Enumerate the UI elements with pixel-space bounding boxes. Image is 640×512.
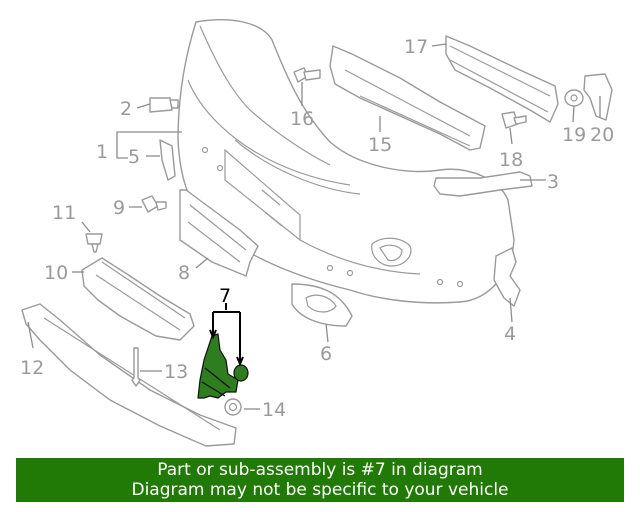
callout-15: 15	[368, 134, 392, 156]
license-bracket[interactable]	[179, 189, 259, 277]
clip-2[interactable]	[149, 97, 179, 113]
banner-line-2: Diagram may not be specific to your vehi…	[131, 480, 509, 500]
callout-11: 11	[52, 202, 76, 224]
callout-2: 2	[120, 98, 132, 120]
grommet[interactable]	[224, 398, 242, 416]
parts-diagram: 1 2 3 4 5 6 7 8 9 10 11 12 13 14 15 16 1…	[20, 19, 614, 447]
side-bracket[interactable]	[493, 247, 521, 307]
callout-18: 18	[499, 149, 523, 171]
screw-9[interactable]	[141, 195, 167, 213]
callout-9: 9	[113, 197, 125, 219]
callout-16: 16	[290, 108, 314, 130]
callout-20: 20	[590, 124, 614, 146]
bracket-5[interactable]	[159, 139, 176, 181]
clip-11[interactable]	[85, 233, 103, 253]
screw-16[interactable]	[293, 67, 321, 83]
callout-6: 6	[320, 343, 332, 365]
mount-bracket[interactable]	[583, 73, 613, 121]
callout-12: 12	[20, 357, 44, 379]
callout-1: 1	[96, 141, 108, 163]
callout-8: 8	[178, 262, 190, 284]
leader-lines	[27, 43, 601, 410]
grille-bracket[interactable]	[433, 171, 533, 197]
info-banner: Part or sub-assembly is #7 in diagram Di…	[16, 458, 624, 502]
energy-absorber[interactable]	[329, 45, 486, 151]
bolt-18[interactable]	[501, 111, 527, 129]
callout-19: 19	[562, 124, 586, 146]
callout-3: 3	[547, 171, 559, 193]
push-pin[interactable]	[131, 347, 141, 387]
callout-4: 4	[504, 323, 516, 345]
banner-line-1: Part or sub-assembly is #7 in diagram	[157, 460, 483, 480]
highlighted-part-7[interactable]	[197, 333, 249, 399]
callout-7: 7	[219, 285, 231, 307]
fog-lamp-bezel[interactable]	[291, 283, 353, 327]
callout-5: 5	[128, 146, 140, 168]
air-guide[interactable]	[81, 257, 195, 341]
callout-10: 10	[44, 262, 68, 284]
impact-bar[interactable]	[445, 35, 559, 123]
callout-14: 14	[262, 399, 286, 421]
callout-13: 13	[164, 361, 188, 383]
callout-17: 17	[404, 36, 428, 58]
clip-nut[interactable]	[564, 89, 584, 107]
lower-absorber[interactable]	[21, 303, 237, 447]
